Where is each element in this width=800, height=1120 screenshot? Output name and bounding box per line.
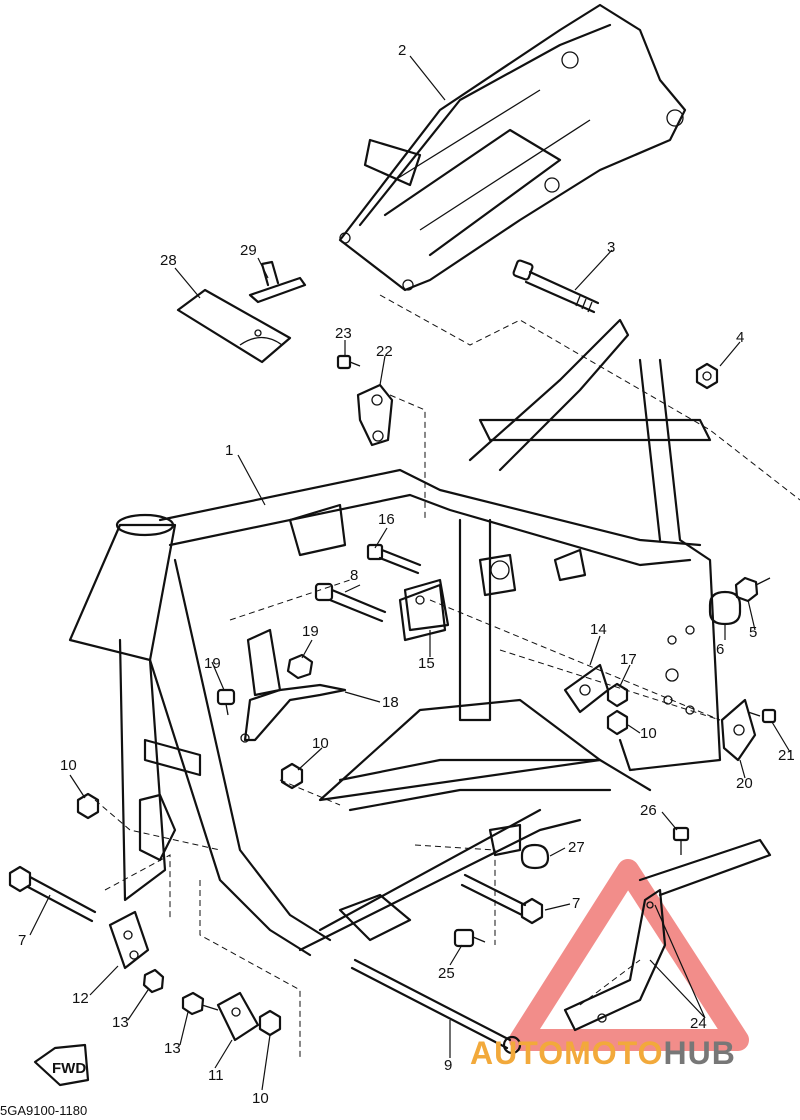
callout-10-right: 10 — [640, 725, 657, 742]
callout-19-left: 19 — [204, 655, 221, 672]
damper-6 — [708, 590, 742, 626]
watermark-triangle — [509, 859, 749, 1051]
callout-10-left: 10 — [60, 757, 77, 774]
callout-29: 29 — [240, 242, 257, 259]
stay-24 — [563, 838, 772, 1032]
nut-4 — [695, 362, 719, 390]
callout-13-bottom: 13 — [164, 1040, 181, 1057]
bracket-19-18 — [240, 628, 347, 743]
bolt-23 — [336, 354, 361, 370]
callout-14: 14 — [590, 621, 607, 638]
bracket-11 — [216, 991, 260, 1042]
callout-27: 27 — [568, 839, 585, 856]
callout-16: 16 — [378, 511, 395, 528]
bracket-14 — [563, 663, 610, 714]
callout-24: 24 — [690, 1015, 707, 1032]
bracket-20 — [720, 698, 757, 762]
cap-27 — [520, 843, 550, 870]
callout-10-mid: 10 — [312, 735, 329, 752]
callout-23: 23 — [335, 325, 352, 342]
bolt-13-left — [142, 968, 165, 994]
bolt-16 — [366, 543, 422, 575]
callout-9: 9 — [444, 1057, 452, 1074]
main-frame — [68, 318, 722, 957]
callout-3: 3 — [607, 239, 615, 256]
bracket-22 — [356, 383, 394, 447]
bolt-7-right — [460, 873, 544, 925]
watermark-part1: AUTOMOTO — [470, 1035, 664, 1071]
callout-21: 21 — [778, 747, 795, 764]
bolt-21 — [747, 708, 777, 724]
bolt-7-left — [8, 865, 97, 923]
callout-12: 12 — [72, 990, 89, 1007]
callout-22: 22 — [376, 343, 393, 360]
bolt-3 — [512, 259, 600, 314]
callout-28: 28 — [160, 252, 177, 269]
callout-5: 5 — [749, 624, 757, 641]
bolt-8 — [314, 582, 387, 623]
bolt-5 — [734, 576, 771, 603]
callout-6: 6 — [716, 641, 724, 658]
diagram-code: 5GA9100-1180 — [0, 1103, 88, 1118]
callout-10-bottom: 10 — [252, 1090, 269, 1107]
callout-7-left: 7 — [18, 932, 26, 949]
callout-20: 20 — [736, 775, 753, 792]
bracket-12 — [108, 910, 150, 970]
callout-7-right: 7 — [572, 895, 580, 912]
callout-13-left: 13 — [112, 1014, 129, 1031]
callout-15: 15 — [418, 655, 435, 672]
fwd-arrow-icon: FWD — [33, 1043, 90, 1087]
watermark-text: AUTOMOTOHUB — [470, 1035, 736, 1072]
frame-cover — [176, 288, 292, 364]
plate-15 — [403, 578, 450, 632]
callout-26: 26 — [640, 802, 657, 819]
callout-2: 2 — [398, 42, 406, 59]
bolt-13-bottom — [181, 991, 219, 1016]
nut-10-right — [606, 709, 629, 736]
callout-8: 8 — [350, 567, 358, 584]
rod-9 — [350, 958, 522, 1055]
callout-1: 1 — [225, 442, 233, 459]
nut-10-left — [76, 792, 100, 820]
clip — [248, 260, 307, 304]
bolt-25 — [453, 928, 486, 948]
rear-fender — [338, 3, 687, 292]
fwd-label: FWD — [52, 1060, 86, 1077]
callout-11: 11 — [208, 1067, 224, 1084]
watermark-part2: HUB — [663, 1035, 736, 1071]
bolt-26 — [672, 826, 690, 855]
phantom-lines — [94, 294, 800, 1060]
callout-18: 18 — [382, 694, 399, 711]
bolt-19-left — [216, 688, 236, 716]
nut-10-mid — [280, 762, 304, 790]
leader-lines — [29, 55, 791, 1091]
callout-4: 4 — [736, 329, 744, 346]
callout-19-right: 19 — [302, 623, 319, 640]
callout-25: 25 — [438, 965, 455, 982]
nut-10-bottom — [258, 1009, 282, 1037]
nut-17 — [606, 682, 629, 708]
callout-labels: 2 3 4 28 29 23 22 1 16 8 15 14 17 10 5 6… — [18, 42, 795, 1107]
callout-17: 17 — [620, 651, 637, 668]
